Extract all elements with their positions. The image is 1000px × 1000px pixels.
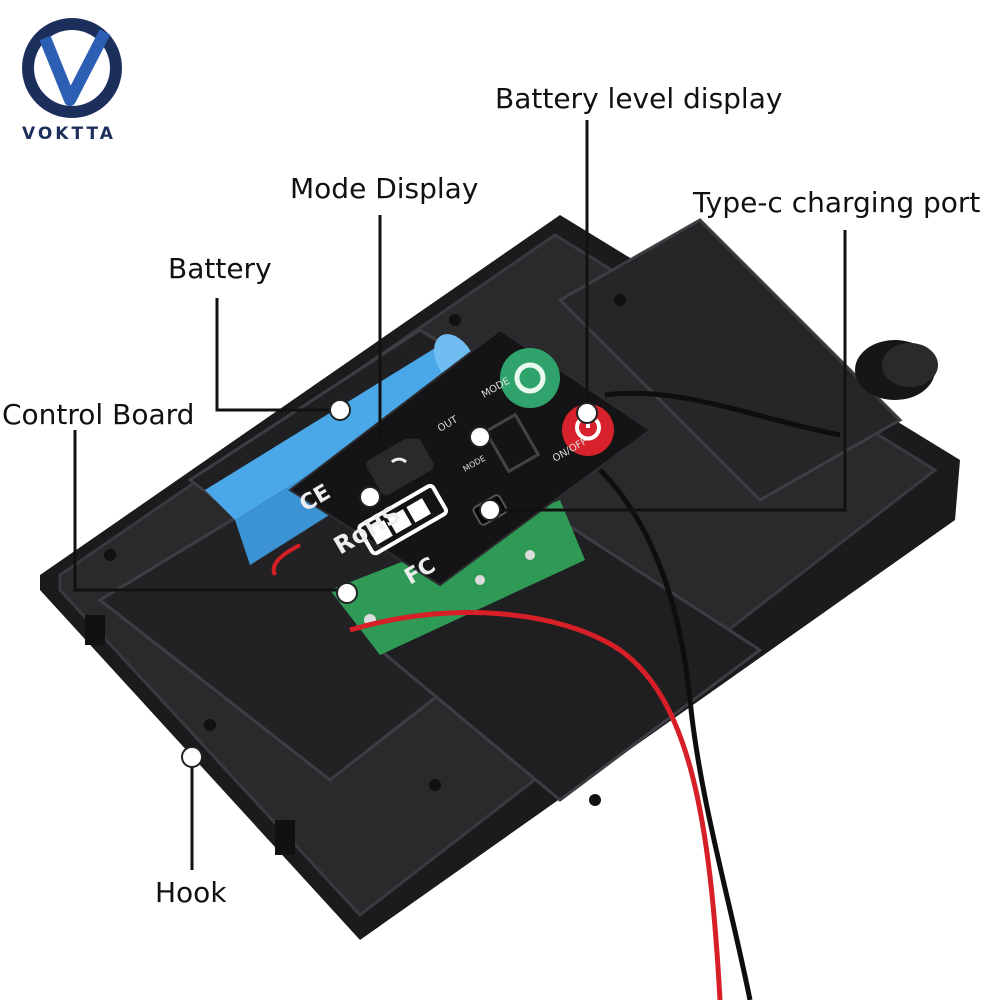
callout-dot: [181, 746, 203, 768]
callout-battery-level-display: Battery level display: [495, 82, 783, 115]
wifi-icon: [390, 457, 408, 464]
voktta-logo: [22, 18, 122, 118]
mode-button[interactable]: [500, 348, 560, 408]
callout-control-board: Control Board: [2, 398, 195, 431]
callout-dot: [329, 399, 351, 421]
callout-battery: Battery: [168, 252, 272, 285]
callout-dots: [181, 399, 598, 768]
gear-icon: [514, 362, 546, 394]
callout-dot: [479, 499, 501, 521]
brand-name: VOKTTA: [22, 124, 116, 144]
wires: [271, 390, 841, 1000]
callout-dot: [576, 402, 598, 424]
callout-dot: [469, 426, 491, 448]
callout-dot: [359, 486, 381, 508]
callout-type-c-port: Type-c charging port: [693, 186, 981, 219]
mode-seven-segment: [483, 412, 541, 474]
cable-connector: [855, 340, 938, 400]
control-panel: [288, 328, 652, 587]
callout-hook: Hook: [155, 876, 227, 909]
callout-lines: [73, 120, 847, 870]
power-icon: [575, 418, 601, 441]
battery-level-icon: [357, 483, 449, 556]
callout-dot: [336, 582, 358, 604]
wifi-sensor: [366, 434, 434, 496]
callout-mode-display: Mode Display: [290, 172, 479, 205]
